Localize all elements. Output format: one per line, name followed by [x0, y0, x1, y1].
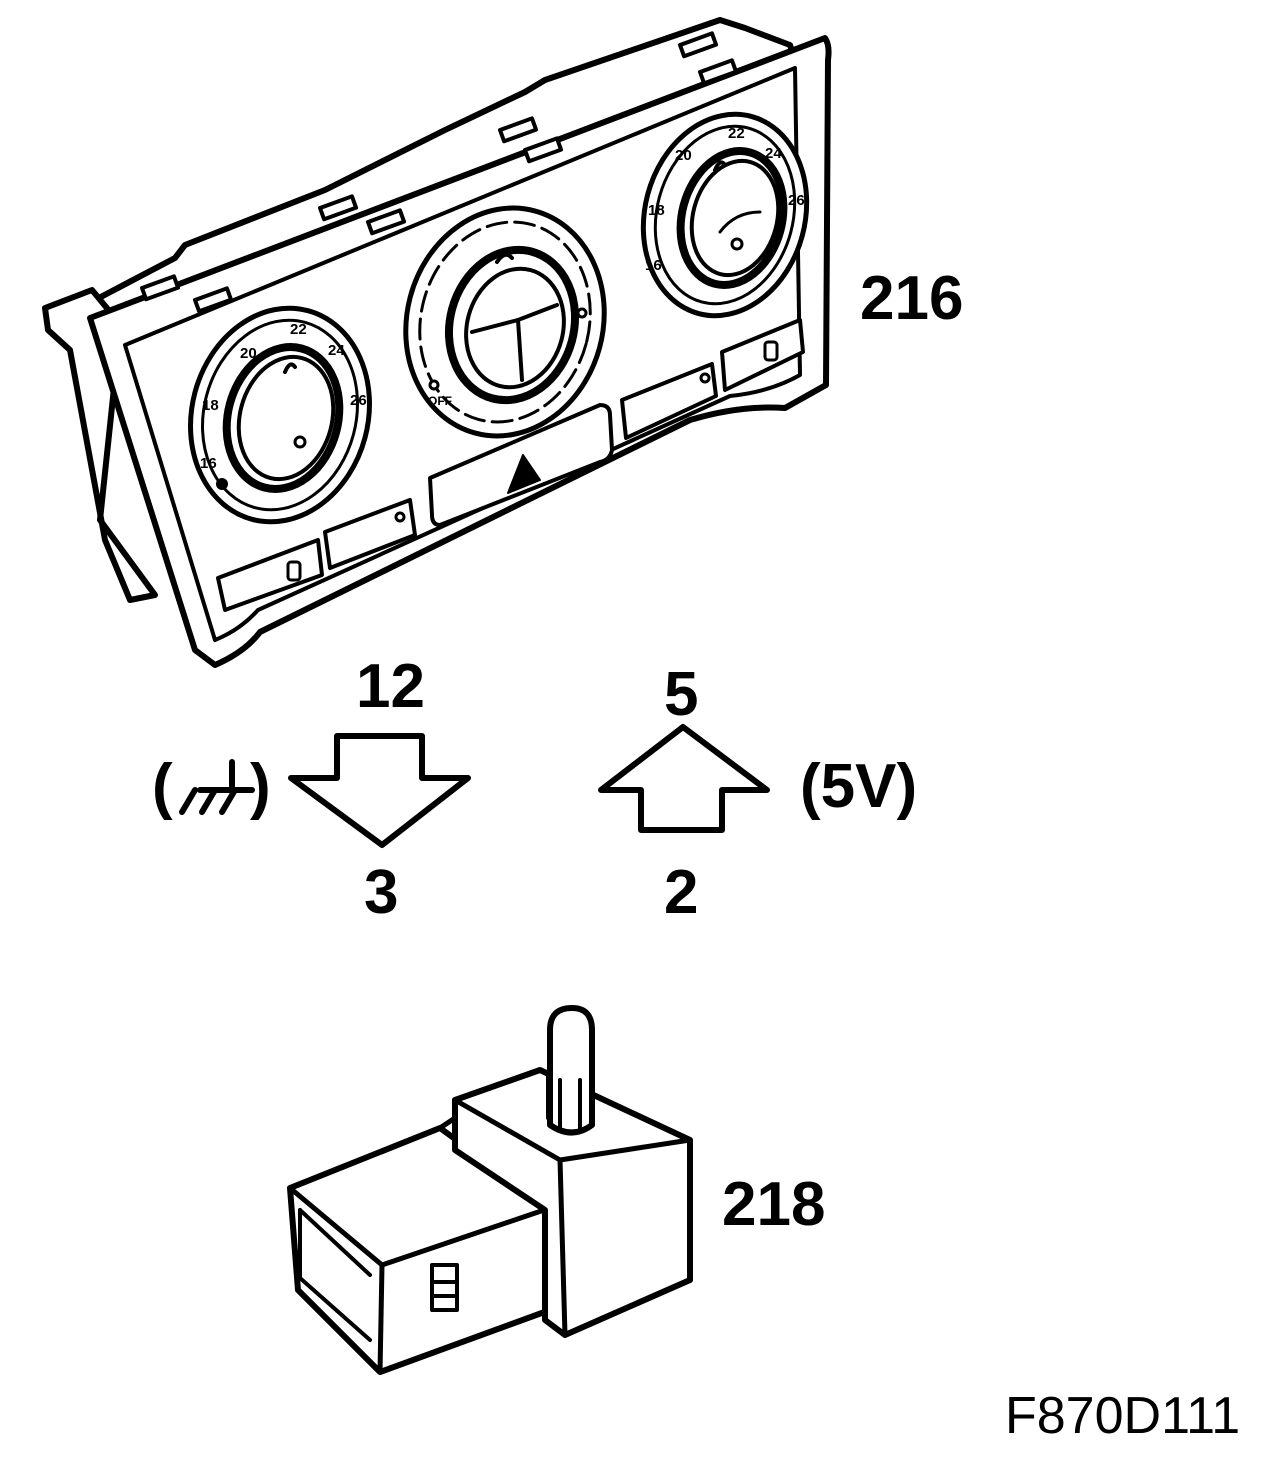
seat-heat-icon: [286, 560, 302, 582]
temperature-sensor: [287, 1005, 693, 1375]
left-tick-26: 26: [350, 392, 367, 409]
button-right-lower-1[interactable]: [620, 362, 718, 440]
pin-bottom-left: 3: [364, 858, 399, 927]
pin-bottom-right: 2: [664, 858, 699, 927]
left-tick-24: 24: [328, 342, 345, 359]
control-panel-ref: 216: [860, 264, 964, 333]
left-tick-20: 20: [240, 345, 257, 362]
ground-paren-open: (: [152, 752, 173, 821]
sensor-ref: 218: [722, 1170, 826, 1239]
housing-clips: [139, 31, 739, 314]
right-tick-24: 24: [765, 145, 782, 162]
right-tick-18: 18: [648, 202, 665, 219]
voltage-label: (5V): [800, 752, 918, 821]
right-dial-ticks: 16 18 20 22 24 26: [645, 125, 805, 274]
left-tick-18: 18: [202, 397, 219, 414]
ground-symbol-icon: [179, 759, 255, 815]
arrow-up-icon: [598, 724, 770, 833]
button-left-lower-2[interactable]: [323, 498, 417, 570]
sensor-probe: [547, 1005, 595, 1136]
left-dial-ticks: 16 18 20 22 24 26: [200, 321, 367, 472]
left-tick-16: 16: [200, 455, 217, 472]
pin-top-left: 12: [356, 652, 425, 721]
button-right-lower-2[interactable]: [720, 318, 805, 392]
right-temp-dial[interactable]: [621, 96, 828, 334]
figure-id: F870D111: [1005, 1387, 1241, 1445]
right-tick-22: 22: [728, 125, 745, 142]
arrow-down-icon: [288, 733, 471, 848]
button-left-lower-1[interactable]: [216, 538, 324, 612]
pin-top-right: 5: [664, 660, 699, 729]
right-tick-16: 16: [645, 257, 662, 274]
ground-paren-close: ): [250, 752, 271, 821]
left-tick-22: 22: [290, 321, 307, 338]
left-temp-dial[interactable]: [167, 288, 393, 542]
panel-buttons: [216, 318, 805, 612]
hazard-triangle-icon: [507, 454, 541, 494]
climate-control-panel: [42, 17, 832, 668]
right-tick-20: 20: [675, 147, 692, 164]
right-tick-26: 26: [788, 192, 805, 209]
center-dial-off: OFF: [428, 394, 452, 408]
sensor-latch: [430, 1263, 459, 1312]
seat-heat-icon-right: [763, 340, 779, 362]
center-fan-dial[interactable]: [381, 186, 630, 459]
